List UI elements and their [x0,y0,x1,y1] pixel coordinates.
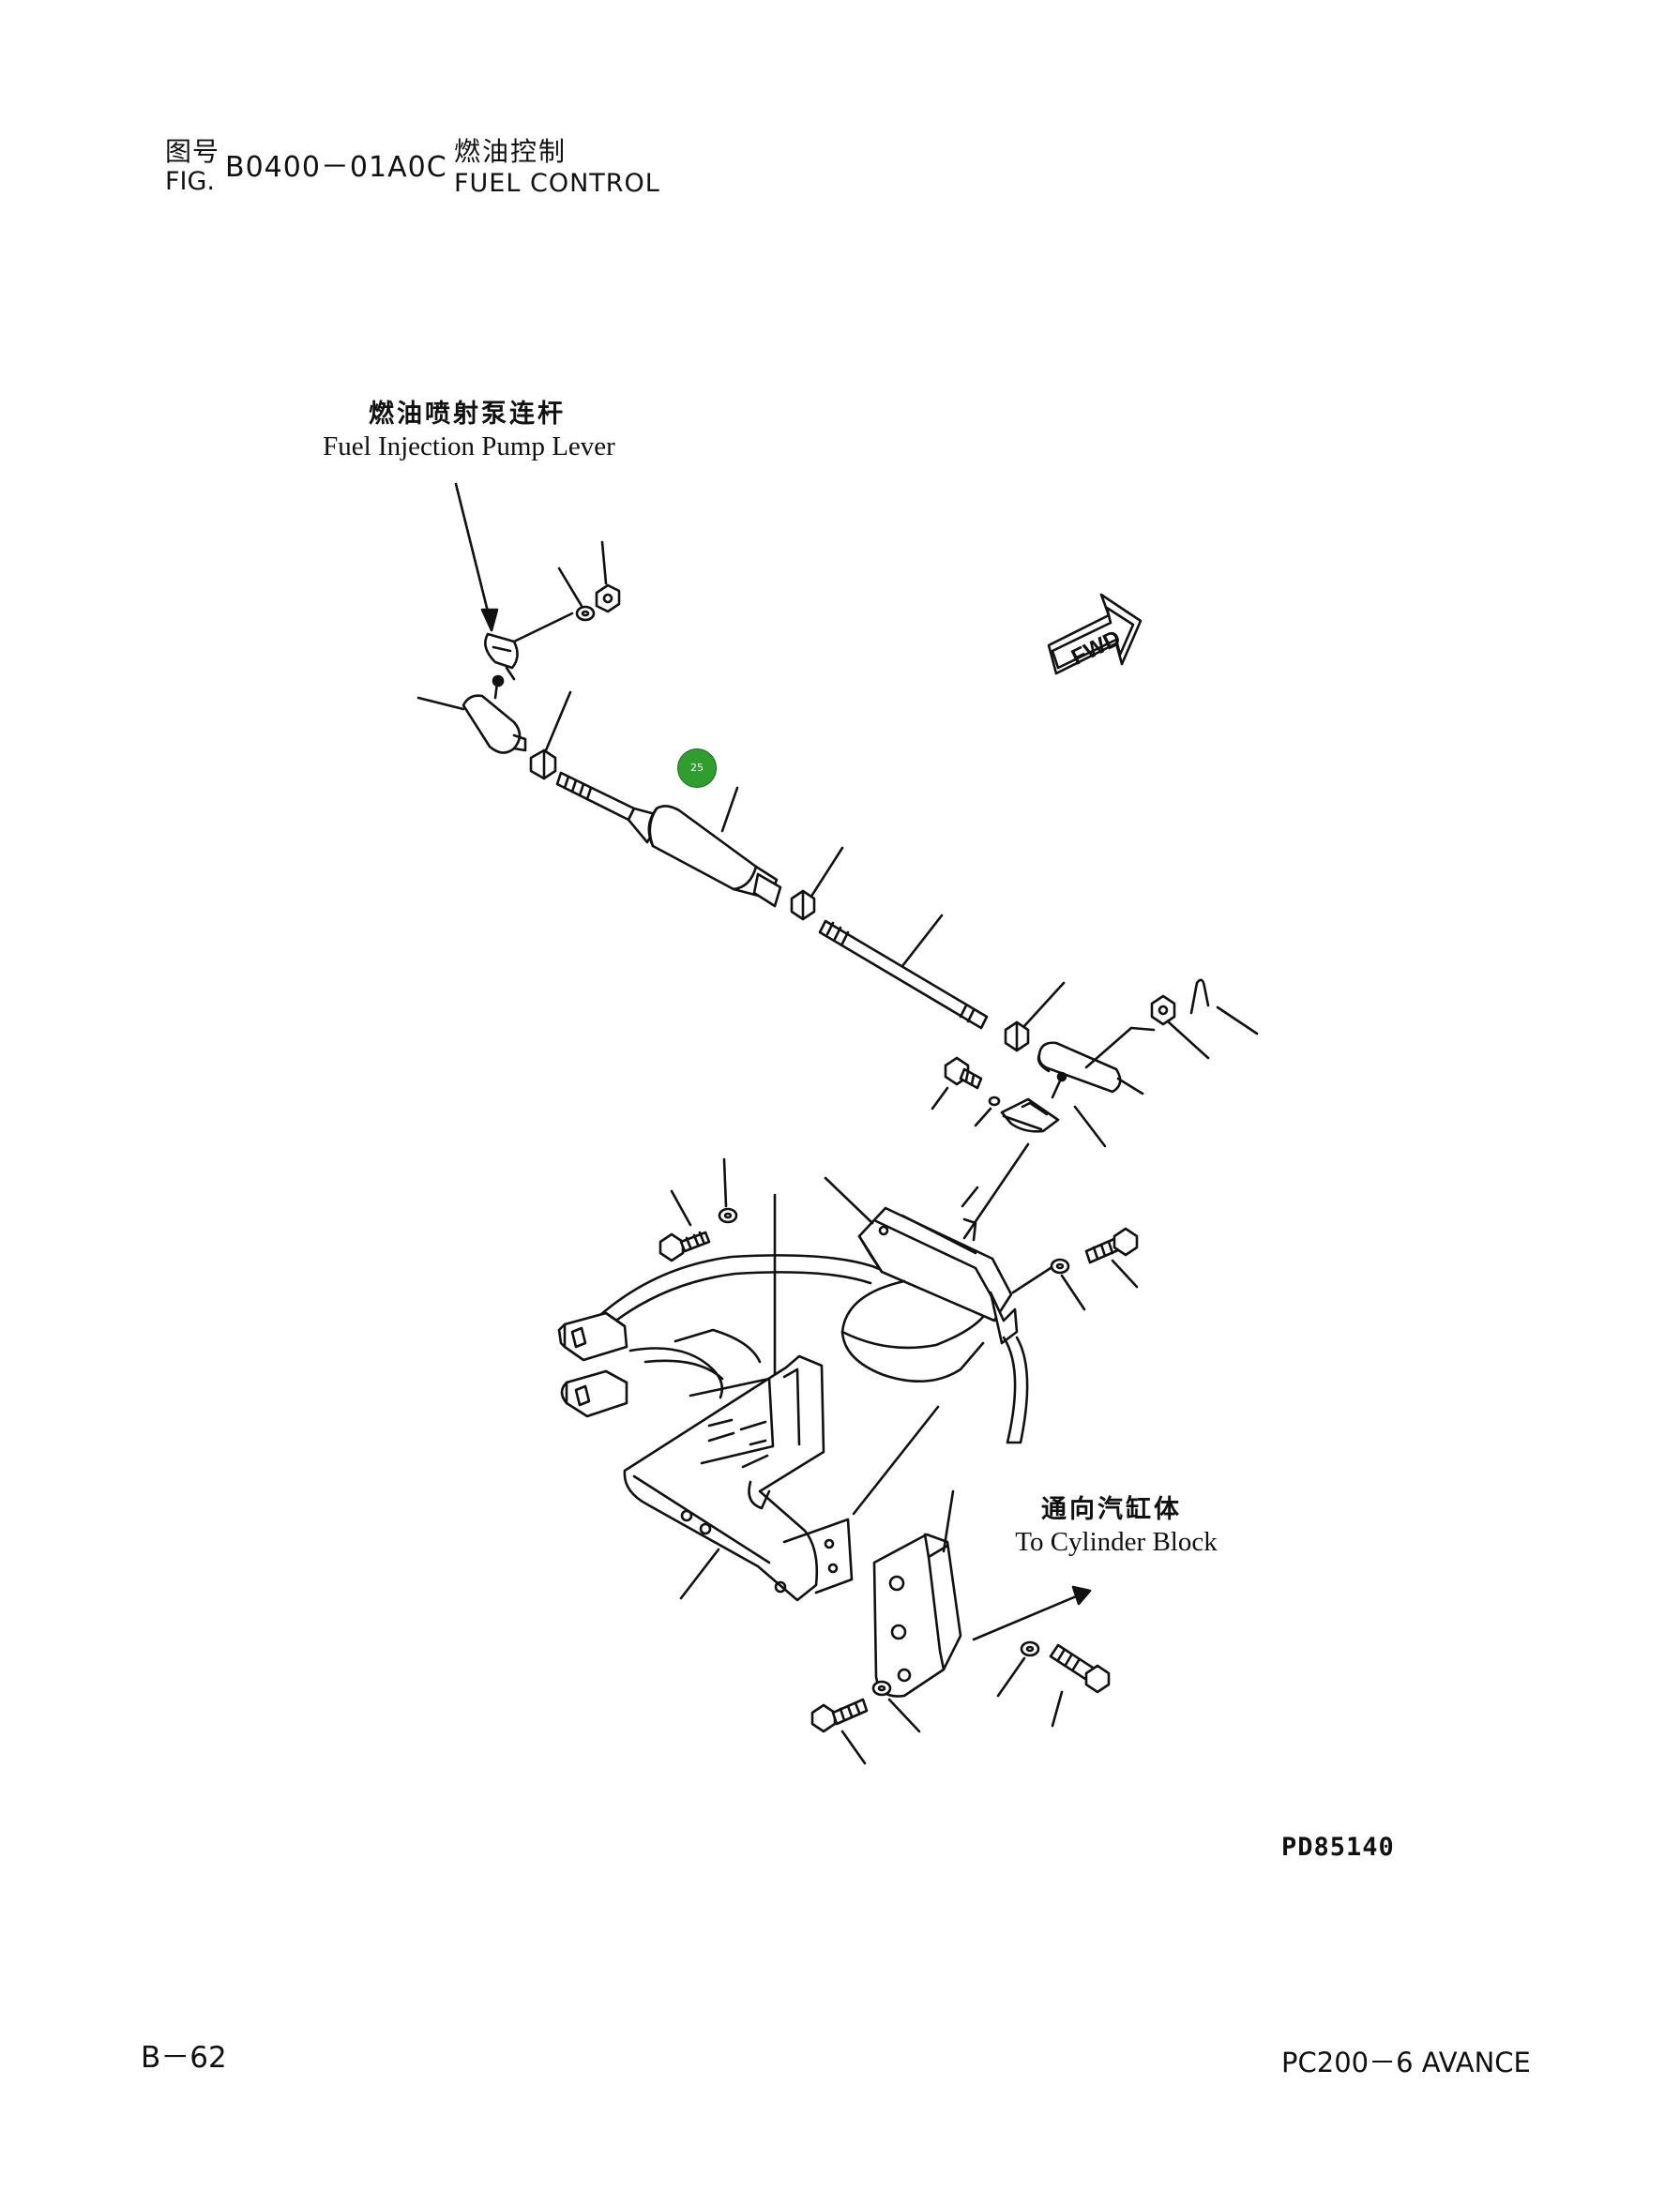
machine-model: PC200－6 AVANCE [1281,2047,1531,2078]
figure-code: B0400－01A0C [225,151,447,184]
washer-motor-right [1013,1260,1084,1309]
bolt-motor-right [1086,1229,1137,1287]
figure-title-cn: 燃油控制 [454,136,568,167]
damper-cylinder [628,788,780,906]
figure-label-en: FIG. [165,167,215,196]
cylinder-block-bracket [874,1491,961,1697]
drawing-code: PD85140 [1281,1833,1395,1862]
figure-title-en: FUEL CONTROL [454,169,660,198]
left-ball-joint [418,676,525,753]
pump-lever-label-en: Fuel Injection Pump Lever [323,431,615,461]
rod-nut-middle [792,848,842,919]
cylinder-block-label-cn: 通向汽缸体 [1041,1495,1182,1524]
figure-label-cn: 图号 [165,136,220,167]
top-washer [559,568,594,620]
small-washer-lever [976,1097,999,1126]
motor-actuator [825,1178,1027,1443]
bolt-upper-left [660,1191,709,1261]
rod-nut-right [1006,983,1064,1050]
lever-bolt [932,1058,981,1109]
cotter-pin [1191,980,1257,1034]
actuator-lever [964,1073,1105,1238]
washer-upper-left [719,1159,736,1222]
cotter-nut [1152,996,1208,1058]
cylinder-block-label-en: To Cylinder Block [1015,1527,1218,1557]
connector-upper [559,1313,627,1360]
part-callout-badge[interactable]: 25 [677,748,717,788]
mounting-bracket [625,1356,938,1600]
washer-bracket-right [998,1642,1038,1696]
bolt-bracket-left [812,1700,867,1763]
page-number: B－62 [141,2041,227,2075]
long-threaded-rod [820,915,987,1028]
top-nut [597,542,619,612]
figure-header: 图号 FIG. B0400－01A0C 燃油控制 FUEL CONTROL [165,139,690,204]
bolt-bracket-right [1051,1645,1109,1726]
wire-harness [600,1195,901,1398]
connector-lower [562,1371,627,1416]
pump-lever-label-cn: 燃油喷射泵连杆 [369,400,566,429]
washer-bracket-left [873,1682,919,1731]
right-ball-joint [1038,1028,1154,1094]
pump-lever-arrow [456,484,497,630]
threaded-rod-left [557,773,634,820]
rod-nut-left [531,692,570,778]
fwd-arrow: FWD [1049,595,1141,673]
cylinder-block-arrow [974,1587,1090,1639]
lever-clip [485,613,572,679]
